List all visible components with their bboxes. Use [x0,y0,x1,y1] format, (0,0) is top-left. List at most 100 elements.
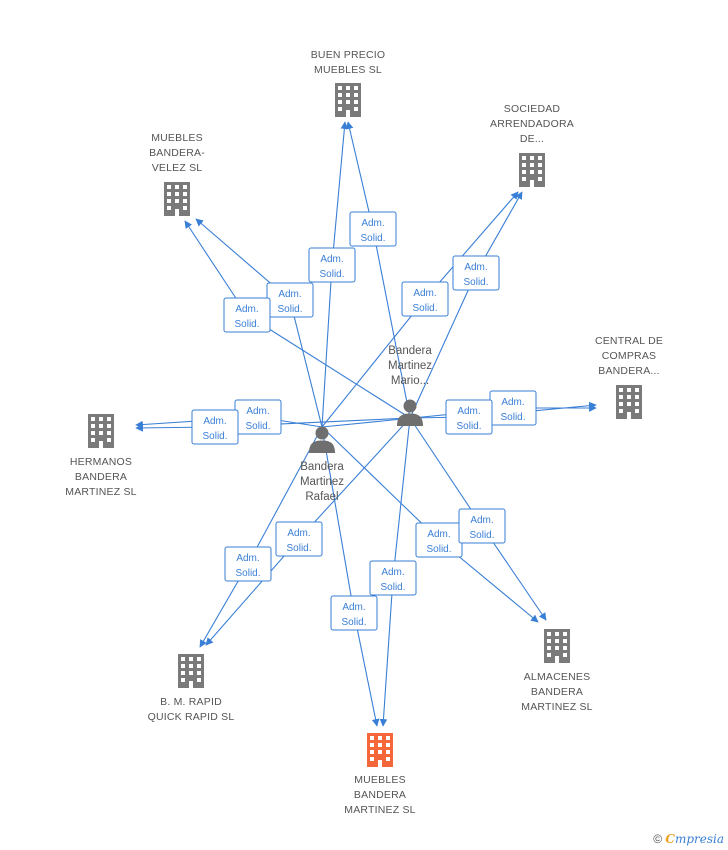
company-label-rapid-line-1: B. M. RAPID [160,696,222,708]
edge-mario-velez [184,220,411,419]
company-node-central[interactable]: CENTRAL DECOMPRASBANDERA... [595,335,663,419]
relationship-tag-text: Solid. [380,582,405,593]
relationship-tag-mario-sociedad[interactable]: Adm.Solid. [452,255,500,291]
brand-logo-initial: C [665,832,675,846]
relationship-tag-box [445,399,493,435]
building-icon [178,654,204,688]
relationship-tag-mario-central[interactable]: Adm. Solid. [445,399,493,435]
person-icon [309,426,335,453]
relationship-tag-text: Solid. [235,568,260,579]
building-icon [367,733,393,767]
company-label-hermanos-line-3: MARTINEZ SL [65,486,136,498]
relationship-tag-text: Adm. [413,288,436,299]
relationship-tag-text: Adm. [236,553,259,564]
relationship-tag-mario-almacenes[interactable]: Adm.Solid. [458,508,506,544]
person-label-rafael-line-1: Bandera [300,461,344,473]
relationship-tag-text: Solid. [463,277,488,288]
relationship-tag-text: Adm. [381,567,404,578]
copyright-footer: © Cmpresia [653,832,724,846]
relationship-tag-rafael-velez[interactable]: Adm.Solid. [266,282,314,318]
building-icon [544,629,570,663]
company-label-velez-line-2: BANDERA- [149,147,205,159]
company-label-muebles_bm-line-2: BANDERA [354,789,406,801]
relationship-tag-mario-rapid[interactable]: Adm.Solid. [275,521,323,557]
relationship-tag-rafael-rapid[interactable]: Adm. Solid. [224,546,272,582]
brand-logo[interactable]: Cmpresia [665,832,724,846]
company-label-velez-line-3: VELEZ SL [152,162,203,174]
person-label-mario-line-2: Martinez [388,360,432,372]
relationship-tag-box [458,508,506,544]
company-label-rapid-line-2: QUICK RAPID SL [148,711,235,723]
relationship-tag-text: Solid. [277,304,302,315]
relationship-tag-text: Adm. [427,529,450,540]
relationship-tag-text: Adm. [246,406,269,417]
relationship-tag-text: Solid. [412,303,437,314]
relationship-tag-text: Solid. [319,269,344,280]
relationship-tag-rafael-muebles_bm[interactable]: Adm.Solid. [330,595,378,631]
person-label-rafael-line-2: Martinez [300,476,344,488]
building-icon [616,385,642,419]
relationship-tag-box [223,297,271,333]
relationship-tag-text: Adm. [235,304,258,315]
relationship-tag-mario-buen[interactable]: Adm.Solid. [349,211,397,247]
company-label-buen-line-1: BUEN PRECIO [311,49,386,61]
relationship-tags-layer: Adm. Solid. Adm. Solid. Adm. Solid. Adm. Solid.… [191,211,537,631]
person-label-rafael-line-3: Rafael [305,491,338,503]
relationship-tag-text: Solid. [341,617,366,628]
company-label-central-line-3: BANDERA... [598,365,660,377]
relationship-tag-rafael-almacenes[interactable]: Adm. Solid. [415,522,463,558]
company-node-rapid[interactable]: B. M. RAPID QUICK RAPID SL [148,654,235,723]
company-node-muebles_bm[interactable]: MUEBLES BANDERA MARTINEZ SL [344,733,416,816]
relationship-tag-text: Solid. [360,233,385,244]
relationship-tag-text: Solid. [469,530,494,541]
relationship-tag-rafael-hermanos[interactable]: Adm. Solid. [234,399,282,435]
relationship-tag-text: Adm. [203,416,226,427]
company-node-velez[interactable]: MUEBLES BANDERA- VELEZ SL [149,132,205,216]
person-node-mario[interactable]: BanderaMartinezMario... [388,345,432,426]
relationship-tag-text: Adm. [457,406,480,417]
company-label-muebles_bm-line-3: MARTINEZ SL [344,804,415,816]
company-label-hermanos-line-1: HERMANOS [70,456,132,468]
relationship-tag-text: Solid. [426,544,451,555]
company-node-buen[interactable]: BUEN PRECIO MUEBLES SL [311,49,386,117]
relationship-tag-box [401,281,449,317]
brand-logo-text: mpresia [674,832,724,846]
company-label-buen-line-2: MUEBLES SL [314,64,382,76]
company-label-sociedad-line-2: ARRENDADORA [490,118,574,130]
relationship-tag-text: Solid. [245,421,270,432]
company-label-muebles_bm-line-1: MUEBLES [354,774,406,786]
relationship-tag-mario-hermanos[interactable]: Adm.Solid. [191,409,239,445]
relationship-tag-mario-velez[interactable]: Adm. Solid. [223,297,271,333]
relationship-tag-text: Solid. [456,421,481,432]
company-label-almacenes-line-1: ALMACENES [524,671,591,683]
relationship-tag-box [369,560,417,596]
relationship-tag-text: Adm. [320,254,343,265]
relationship-tag-text: Solid. [234,319,259,330]
company-label-sociedad-line-1: SOCIEDAD [504,103,561,115]
copyright-symbol: © [653,832,663,846]
relationship-tag-rafael-sociedad[interactable]: Adm. Solid. [401,281,449,317]
building-icon [335,83,361,117]
relationship-tag-box [308,247,356,283]
relationship-tag-box [452,255,500,291]
building-icon [88,414,114,448]
relationship-tag-box [224,546,272,582]
relationship-tag-mario-muebles_bm[interactable]: Adm. Solid. [369,560,417,596]
company-label-central-line-2: COMPRAS [602,350,657,362]
company-label-almacenes-line-2: BANDERA [531,686,583,698]
relationship-tag-box [330,595,378,631]
company-label-sociedad-line-3: DE... [520,133,544,145]
building-icon [519,153,545,187]
company-node-sociedad[interactable]: SOCIEDAD ARRENDADORA DE... [490,103,574,187]
relationship-tag-rafael-central[interactable]: Adm.Solid. [489,390,537,426]
person-label-mario-line-1: Bandera [388,345,432,357]
relationship-tag-text: Solid. [286,543,311,554]
relationship-tag-text: Solid. [500,412,525,423]
relationship-tag-rafael-buen[interactable]: Adm. Solid. [308,247,356,283]
relationship-tag-box [349,211,397,247]
company-label-velez-line-1: MUEBLES [151,132,203,144]
